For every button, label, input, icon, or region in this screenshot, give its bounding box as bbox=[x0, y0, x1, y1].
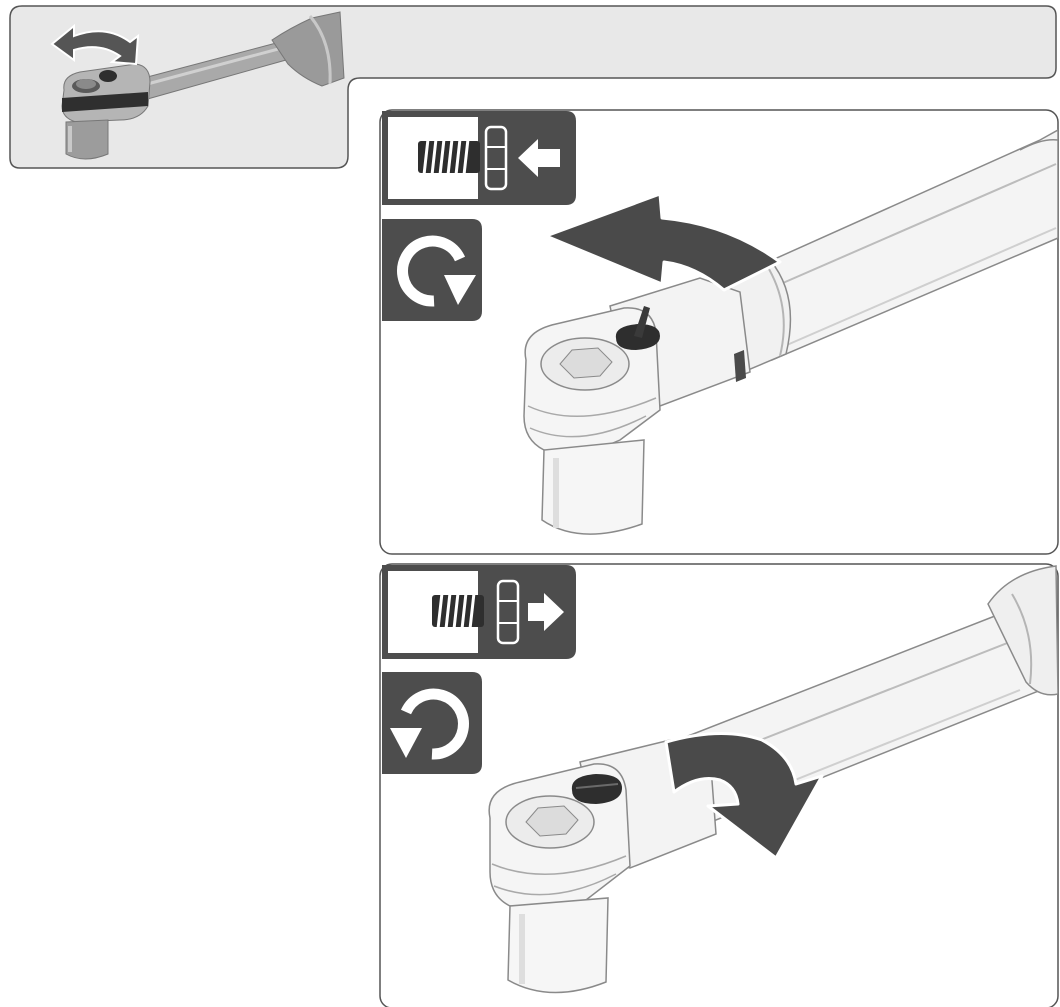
wrench-illustration-tighten bbox=[523, 129, 1058, 535]
clockwise-rotation-icon bbox=[382, 219, 482, 321]
clockwise-swing-arrow-icon bbox=[664, 732, 824, 860]
bolt-tighten-arrow-left-icon bbox=[382, 111, 576, 205]
counterclockwise-swing-arrow-icon bbox=[544, 192, 782, 292]
wrench-ratchet-direction-icon bbox=[50, 11, 345, 160]
counterclockwise-rotation-icon bbox=[382, 672, 482, 774]
bolt-loosen-arrow-right-icon bbox=[382, 565, 576, 659]
